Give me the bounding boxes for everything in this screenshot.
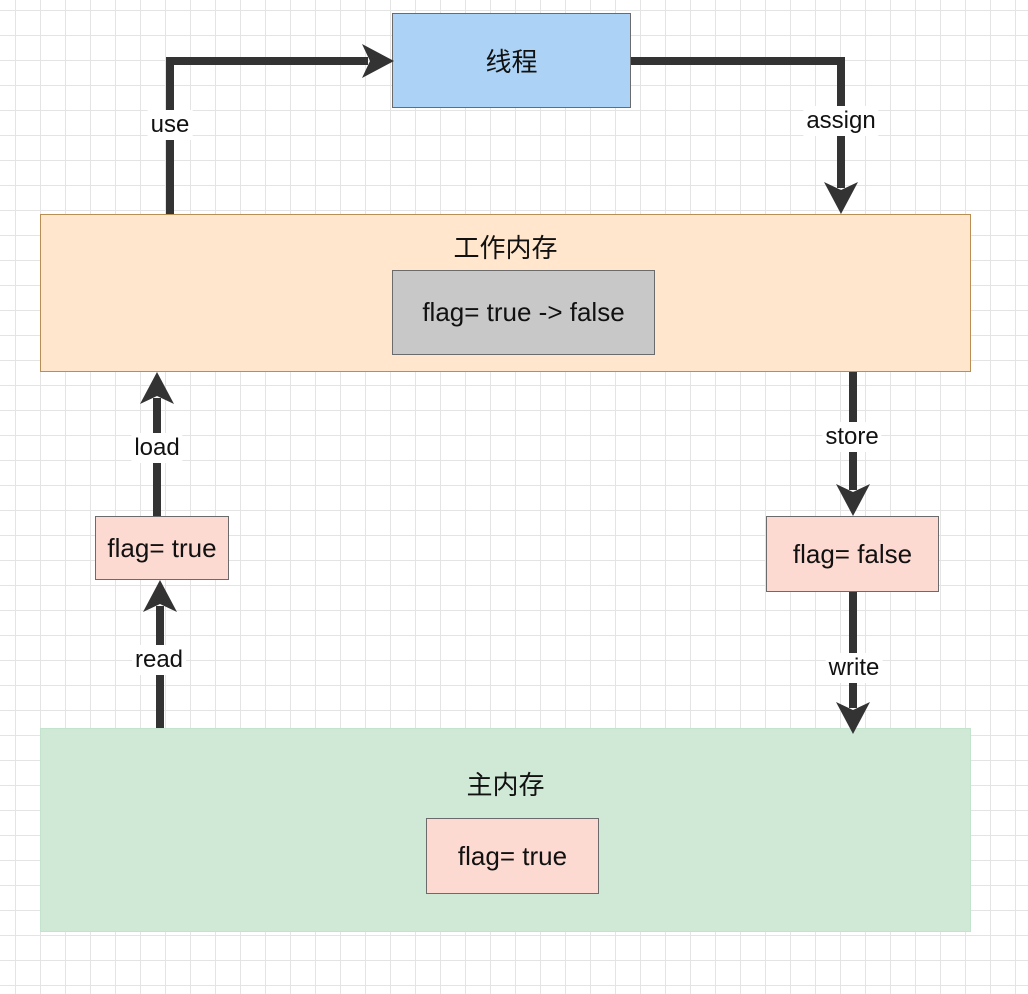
write-label: write [825, 653, 883, 683]
write-arrowhead [836, 702, 870, 734]
assign-arrowhead [824, 182, 858, 214]
assign-label: assign [803, 106, 879, 136]
thread-box: 线程 [392, 13, 631, 108]
load-label: load [131, 433, 183, 463]
main-memory-title: 主内存 [466, 770, 545, 800]
right-flag-box: flag= false [766, 516, 939, 592]
use-arrowhead [362, 44, 394, 78]
main-memory-flag-box: flag= true [426, 818, 599, 894]
working-memory-flag-box: flag= true -> false [392, 270, 655, 355]
store-arrowhead [836, 484, 870, 516]
store-label: store [822, 422, 882, 452]
use-label: use [147, 110, 193, 140]
assign-arrow-line [631, 57, 845, 188]
read-arrowhead [143, 580, 177, 612]
read-label: read [131, 645, 187, 675]
use-arrow-line [166, 57, 368, 214]
left-flag-box: flag= true [95, 516, 229, 580]
load-arrowhead [140, 372, 174, 404]
working-memory-title: 工作内存 [453, 233, 558, 263]
